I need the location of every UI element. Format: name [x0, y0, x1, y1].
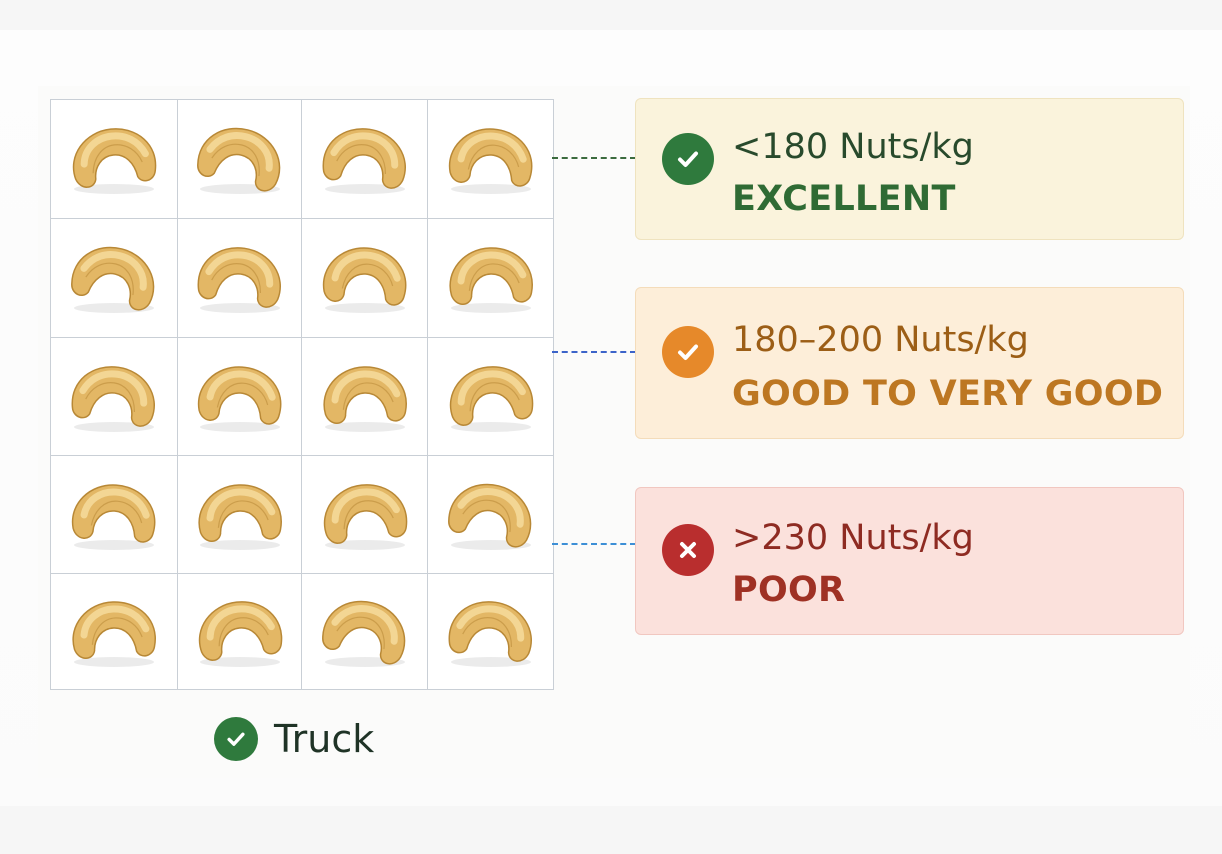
cashew-cell [302, 338, 428, 456]
cashew-icon [196, 127, 280, 194]
grade-card-good: 180–200 Nuts/kg GOOD TO VERY GOOD [635, 287, 1184, 439]
grade-label: GOOD TO VERY GOOD [732, 374, 1164, 414]
cashew-cell [51, 219, 178, 338]
grade-card-excellent: <180 Nuts/kg EXCELLENT [635, 98, 1184, 240]
x-icon [662, 524, 714, 576]
cashew-cell [178, 219, 302, 338]
cashew-icon [448, 128, 532, 194]
truck-status: Truck [214, 716, 374, 762]
cashew-icon [448, 600, 532, 667]
cashew-icon [71, 483, 156, 550]
cashew-cell [178, 338, 302, 456]
cashew-icon [197, 483, 282, 550]
bottom-band [0, 806, 1222, 854]
grade-range: >230 Nuts/kg [732, 518, 974, 558]
cashew-icon [322, 365, 407, 432]
cashew-cell [428, 456, 553, 574]
cashew-sample-grid [50, 99, 554, 690]
cashew-cell [178, 574, 302, 689]
cashew-icon [322, 128, 406, 194]
top-band [0, 0, 1222, 30]
check-icon [214, 717, 258, 761]
cashew-icon [72, 600, 156, 667]
cashew-cell [428, 100, 553, 219]
cashew-cell [51, 100, 178, 219]
connector-excellent [552, 157, 636, 159]
cashew-icon [323, 483, 407, 550]
cashew-icon [197, 365, 281, 432]
cashew-icon [322, 247, 406, 313]
truck-label: Truck [274, 717, 375, 761]
check-icon [662, 133, 714, 185]
grade-range: <180 Nuts/kg [732, 127, 974, 167]
grade-label: POOR [732, 570, 846, 610]
cashew-icon [198, 600, 282, 667]
cashew-icon [71, 246, 155, 313]
cashew-icon [449, 365, 533, 432]
cashew-icon [71, 365, 155, 432]
cashew-cell [51, 456, 178, 574]
cashew-cell [178, 100, 302, 219]
cashew-icon [72, 128, 157, 194]
cashew-cell [302, 456, 428, 574]
cashew-cell [51, 574, 178, 689]
cashew-cell [178, 456, 302, 574]
cashew-cell [428, 574, 553, 689]
grade-range: 180–200 Nuts/kg [732, 320, 1029, 360]
connector-good [552, 351, 636, 353]
grade-label: EXCELLENT [732, 179, 956, 219]
cashew-cell [428, 338, 553, 456]
check-icon [662, 326, 714, 378]
cashew-icon [448, 247, 533, 313]
cashew-icon [447, 483, 531, 550]
grade-card-poor: >230 Nuts/kg POOR [635, 487, 1184, 635]
cashew-cell [302, 100, 428, 219]
cashew-icon [321, 600, 405, 667]
cashew-icon [197, 247, 281, 313]
cashew-cell [51, 338, 178, 456]
cashew-cell [302, 219, 428, 338]
cashew-cell [302, 574, 428, 689]
cashew-cell [428, 219, 553, 338]
connector-poor [552, 543, 636, 545]
